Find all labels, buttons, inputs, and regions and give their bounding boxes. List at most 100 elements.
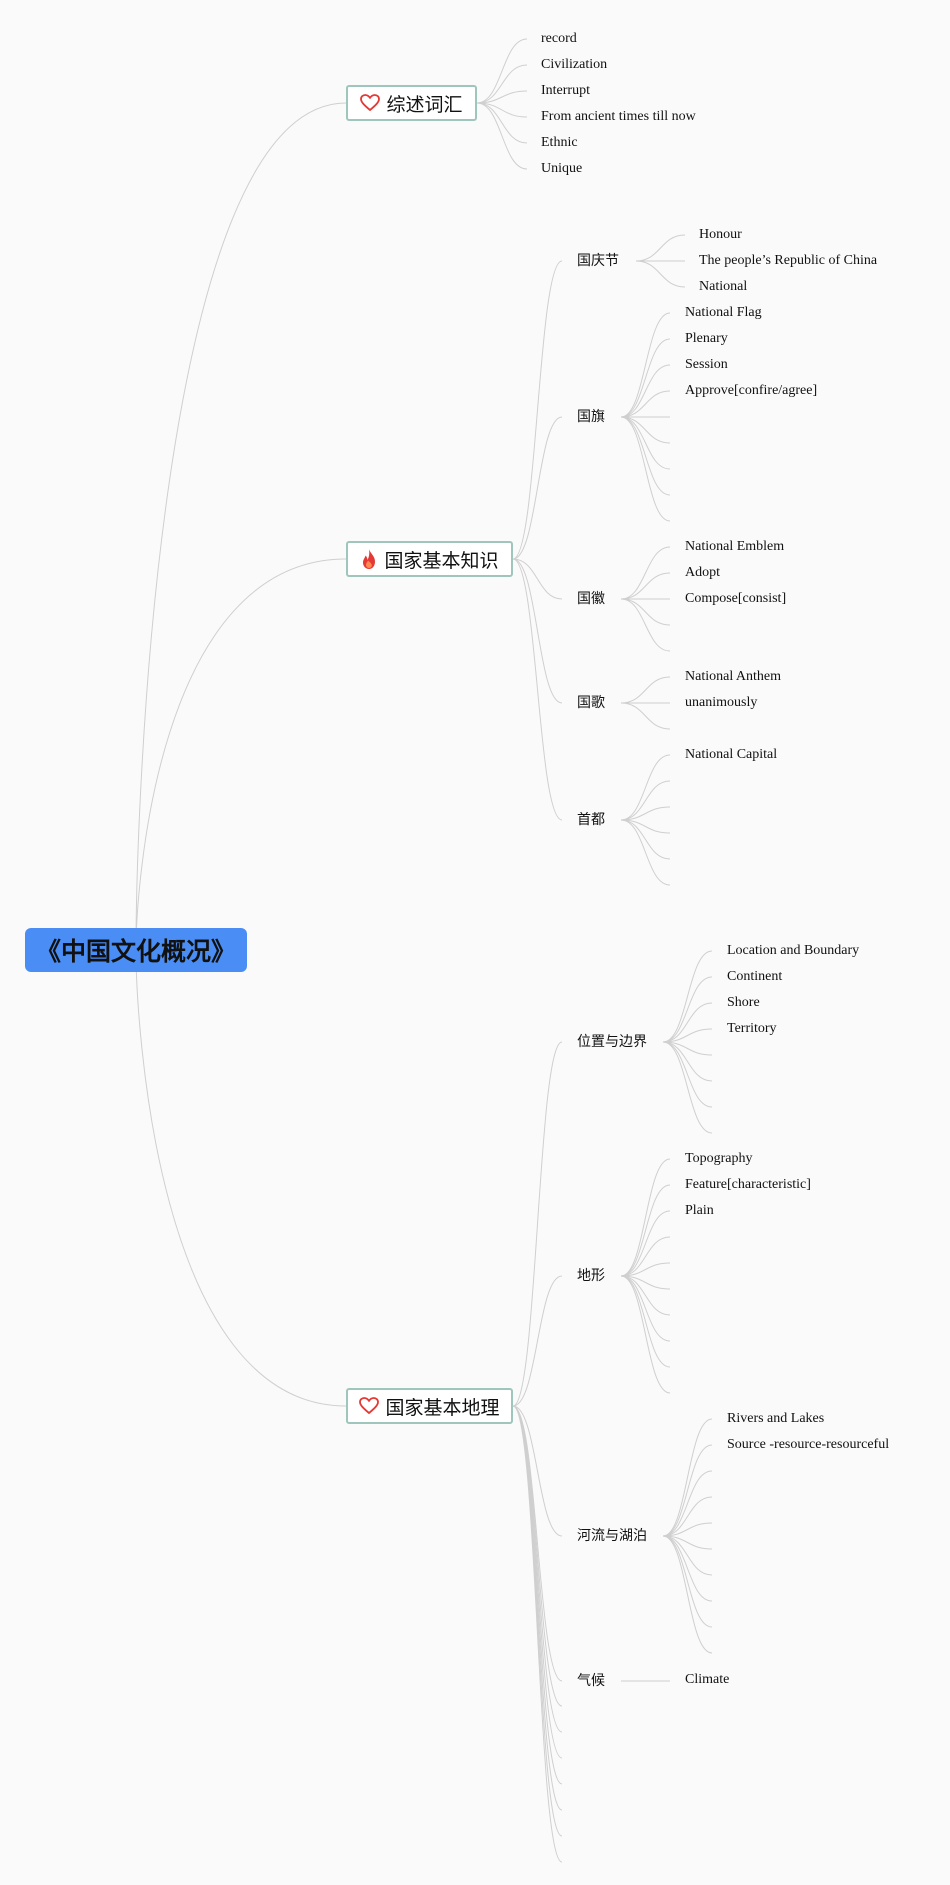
leaf-link	[620, 1158, 671, 1277]
leaf-continent[interactable]: Continent	[727, 969, 783, 984]
leaf-interrupt[interactable]: Interrupt	[541, 83, 590, 98]
leaf-link	[620, 754, 671, 821]
leaf-link	[476, 38, 528, 104]
leaf-link	[662, 950, 713, 1043]
root-link	[135, 102, 347, 951]
leaf-link	[620, 1262, 671, 1277]
leaf-link	[620, 1275, 671, 1316]
leaf-plenary[interactable]: Plenary	[685, 331, 728, 346]
leaf-rivers-lakes[interactable]: Rivers and Lakes	[727, 1411, 825, 1426]
leaf-topography[interactable]: Topography	[685, 1151, 753, 1166]
leaf-national-anthem[interactable]: National Anthem	[685, 669, 782, 684]
sub-rivers-lakes[interactable]: 河流与湖泊	[577, 1528, 647, 1544]
leaf-link	[620, 572, 671, 600]
leaf-climate[interactable]: Climate	[685, 1672, 730, 1687]
leaf-link	[476, 64, 528, 104]
leaf-link	[635, 234, 686, 262]
leaf-unanimously[interactable]: unanimously	[685, 695, 758, 710]
leaf-location-boundary[interactable]: Location and Boundary	[727, 943, 860, 958]
leaf-link	[476, 102, 528, 144]
leaf-link	[662, 1535, 713, 1576]
branch-national-geography[interactable]: 国家基本地理	[346, 1388, 513, 1424]
leaf-link	[662, 1041, 713, 1134]
sub-national-emblem[interactable]: 国徽	[577, 591, 605, 607]
branch-label: 国家基本知识	[384, 549, 499, 572]
leaf-link	[620, 546, 671, 600]
sub-link	[512, 260, 563, 560]
leaf-link	[662, 976, 713, 1043]
leaf-link	[662, 1028, 713, 1043]
leaf-session[interactable]: Session	[685, 357, 728, 372]
sub-link	[512, 558, 563, 704]
leaf-prc[interactable]: The people’s Republic of China	[699, 253, 878, 268]
leaf-national-capital[interactable]: National Capital	[685, 747, 778, 762]
leaf-link	[620, 598, 671, 626]
branch-overview-vocab[interactable]: 综述词汇	[346, 85, 477, 121]
leaf-compose[interactable]: Compose[consist]	[685, 591, 787, 606]
sub-link	[512, 1275, 563, 1407]
sub-national-day[interactable]: 国庆节	[577, 253, 619, 269]
fire-icon	[360, 548, 378, 570]
root-node[interactable]: 《中国文化概况》	[25, 928, 247, 972]
sub-link	[512, 1405, 563, 1759]
sub-national-flag[interactable]: 国旗	[577, 409, 605, 425]
leaf-national-emblem[interactable]: National Emblem	[685, 539, 785, 554]
leaf-link	[662, 1535, 713, 1602]
leaf-national[interactable]: National	[699, 279, 748, 294]
sub-link	[512, 1405, 563, 1863]
leaf-source[interactable]: Source -resource-resourceful	[727, 1437, 890, 1452]
leaf-honour[interactable]: Honour	[699, 227, 742, 242]
sub-topography[interactable]: 地形	[577, 1268, 605, 1284]
leaf-link	[620, 1275, 671, 1394]
leaf-adopt[interactable]: Adopt	[685, 565, 720, 580]
leaf-ethnic[interactable]: Ethnic	[541, 135, 578, 150]
leaf-plain[interactable]: Plain	[685, 1203, 714, 1218]
leaf-link	[662, 1444, 713, 1537]
sub-link	[512, 558, 563, 600]
leaf-unique[interactable]: Unique	[541, 161, 583, 176]
sub-link	[512, 1041, 563, 1407]
leaf-national-flag[interactable]: National Flag	[685, 305, 762, 320]
leaf-link	[662, 1418, 713, 1537]
leaf-link	[620, 416, 671, 496]
leaf-approve[interactable]: Approve[confire/agree]	[685, 383, 818, 398]
leaf-link	[620, 819, 671, 860]
sub-climate[interactable]: 气候	[577, 1673, 605, 1689]
sub-location-boundary[interactable]: 位置与边界	[577, 1034, 647, 1050]
heart-icon	[359, 1397, 380, 1415]
leaf-link	[620, 1275, 671, 1368]
heart-icon	[360, 94, 381, 112]
branch-national-knowledge[interactable]: 国家基本知识	[346, 541, 513, 577]
leaf-ancient-times[interactable]: From ancient times till now	[541, 109, 696, 124]
leaf-link	[476, 102, 528, 170]
leaf-link	[662, 1041, 713, 1082]
sub-link	[512, 1405, 563, 1785]
leaf-link	[620, 819, 671, 886]
leaf-civilization[interactable]: Civilization	[541, 57, 608, 72]
leaf-link	[620, 416, 671, 470]
leaf-shore[interactable]: Shore	[727, 995, 760, 1010]
leaf-territory[interactable]: Territory	[727, 1021, 777, 1036]
leaf-feature[interactable]: Feature[characteristic]	[685, 1177, 811, 1192]
leaf-link	[476, 90, 528, 104]
leaf-link	[620, 1236, 671, 1277]
leaf-link	[662, 1041, 713, 1108]
leaf-link	[620, 338, 671, 418]
sub-link	[512, 1405, 563, 1537]
sub-national-anthem[interactable]: 国歌	[577, 695, 605, 711]
leaf-link	[620, 1210, 671, 1277]
leaf-link	[620, 364, 671, 418]
branch-label: 综述词汇	[386, 93, 463, 116]
leaf-link	[620, 676, 671, 704]
sub-link	[512, 1405, 563, 1733]
leaf-link	[620, 390, 671, 418]
leaf-record[interactable]: record	[541, 31, 577, 46]
sub-capital[interactable]: 首都	[577, 812, 605, 828]
leaf-link	[662, 1496, 713, 1537]
leaf-link	[620, 806, 671, 821]
leaf-link	[620, 702, 671, 730]
leaf-link	[662, 1470, 713, 1537]
leaf-link	[620, 780, 671, 821]
leaf-link	[620, 598, 671, 652]
leaf-link	[662, 1535, 713, 1654]
